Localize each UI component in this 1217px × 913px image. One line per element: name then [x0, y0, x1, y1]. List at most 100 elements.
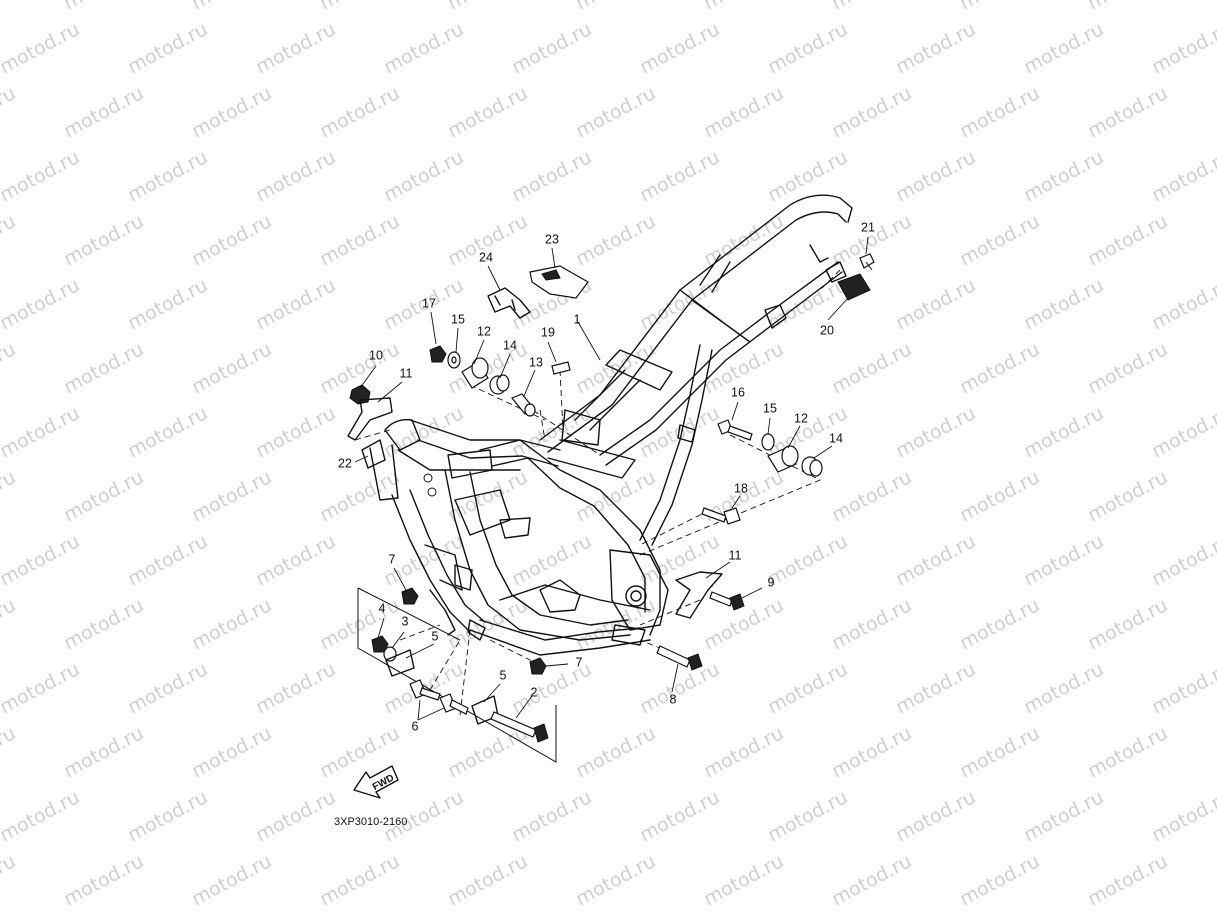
watermark-tile: motod.ru	[892, 402, 979, 462]
watermark-tile: motod.ru	[636, 530, 723, 590]
callout-14-right: 14	[829, 431, 843, 445]
watermark-tile: motod.ru	[188, 722, 275, 782]
watermark-tile: motod.ru	[124, 786, 211, 846]
watermark-tile: motod.ru	[828, 722, 915, 782]
watermark-tile: motod.ru	[1084, 594, 1171, 654]
watermark-tile: motod.ru	[0, 210, 19, 270]
watermark-tile: motod.ru	[124, 146, 211, 206]
callout-3: 3	[402, 614, 409, 628]
watermark-tile: motod.ru	[0, 466, 19, 526]
watermark-tile: motod.ru	[572, 0, 659, 14]
watermark-tile: motod.ru	[892, 786, 979, 846]
watermark-tile: motod.ru	[508, 530, 595, 590]
watermark-tile: motod.ru	[1084, 0, 1171, 14]
watermark-tile: motod.ru	[828, 466, 915, 526]
watermark-tile: motod.ru	[1148, 658, 1217, 718]
watermark-tile: motod.ru	[60, 210, 147, 270]
watermark-tile: motod.ru	[0, 530, 83, 590]
callout-9: 9	[768, 575, 775, 589]
watermark-tile: motod.ru	[764, 786, 851, 846]
watermark-tile: motod.ru	[1020, 146, 1107, 206]
watermark-tile: motod.ru	[1084, 210, 1171, 270]
watermark-tile: motod.ru	[0, 722, 19, 782]
callout-2: 2	[531, 685, 538, 699]
watermark-tile: motod.ru	[60, 722, 147, 782]
watermark-tile: motod.ru	[700, 594, 787, 654]
watermark-tile: motod.ru	[956, 338, 1043, 398]
watermark-tile: motod.ru	[444, 850, 531, 910]
watermark-tile: motod.ru	[0, 658, 83, 718]
watermark-tile: motod.ru	[1020, 658, 1107, 718]
watermark-tile: motod.ru	[0, 274, 83, 334]
callout-12-right: 12	[794, 411, 808, 425]
watermark-tile: motod.ru	[1020, 530, 1107, 590]
watermark-tile: motod.ru	[636, 146, 723, 206]
watermark-tile: motod.ru	[636, 18, 723, 78]
callout-1: 1	[574, 312, 581, 326]
watermark-tile: motod.ru	[636, 274, 723, 334]
watermark-tile: motod.ru	[1020, 402, 1107, 462]
callout-13: 13	[529, 355, 543, 369]
callout-18: 18	[734, 481, 748, 495]
watermark-tile: motod.ru	[1148, 146, 1217, 206]
watermark-tile: motod.ru	[764, 18, 851, 78]
watermark-tile: motod.ru	[892, 18, 979, 78]
watermark-tile: motod.ru	[1084, 338, 1171, 398]
callout-10: 10	[369, 348, 383, 362]
watermark-tile: motod.ru	[1148, 786, 1217, 846]
callout-22: 22	[338, 456, 352, 470]
watermark-tile: motod.ru	[956, 0, 1043, 14]
watermark-tile: motod.ru	[1020, 274, 1107, 334]
watermark-tile: motod.ru	[444, 82, 531, 142]
watermark-tile: motod.ru	[124, 530, 211, 590]
watermark-tile: motod.ru	[0, 338, 19, 398]
part-code: 3XP3010-2160	[334, 816, 407, 828]
watermark-tile: motod.ru	[0, 402, 83, 462]
watermark-tile: motod.ru	[892, 146, 979, 206]
watermark-tile: motod.ru	[1212, 594, 1217, 654]
callout-7-lower: 7	[576, 655, 583, 669]
watermark-tile: motod.ru	[828, 850, 915, 910]
callout-15-right: 15	[763, 401, 777, 415]
watermark-tile: motod.ru	[0, 850, 19, 910]
watermark-tile: motod.ru	[0, 786, 83, 846]
callout-labels: 1 2 3 4 5 5 6 7 7 8 9 10 11 11 12 12 13 …	[338, 220, 875, 733]
watermark-tile: motod.ru	[572, 850, 659, 910]
watermark-tile: motod.ru	[508, 402, 595, 462]
watermark-tile: motod.ru	[828, 338, 915, 398]
watermark-tile: motod.ru	[956, 466, 1043, 526]
watermark-tile: motod.ru	[892, 530, 979, 590]
watermark-tile: motod.ru	[0, 594, 19, 654]
watermark-tile: motod.ru	[60, 594, 147, 654]
watermark-tile: motod.ru	[444, 0, 531, 14]
watermark-tile: motod.ru	[0, 0, 19, 14]
watermark-tile: motod.ru	[0, 18, 83, 78]
callout-15-left: 15	[451, 312, 465, 326]
watermark-tile: motod.ru	[188, 466, 275, 526]
watermark-tile: motod.ru	[316, 594, 403, 654]
small-parts	[347, 253, 875, 743]
watermark-tile: motod.ru	[60, 850, 147, 910]
callout-14-left: 14	[503, 338, 517, 352]
watermark-tile: motod.ru	[252, 146, 339, 206]
watermark-tile: motod.ru	[316, 466, 403, 526]
watermark-tile: motod.ru	[1212, 82, 1217, 142]
watermark-tile: motod.ru	[1148, 18, 1217, 78]
watermark-tile: motod.ru	[252, 402, 339, 462]
watermark-tile: motod.ru	[252, 530, 339, 590]
watermark-tile: motod.ru	[188, 594, 275, 654]
callout-11-right: 11	[729, 548, 742, 562]
watermark-tile: motod.ru	[956, 210, 1043, 270]
watermark-tile: motod.ru	[60, 466, 147, 526]
callout-5-upper: 5	[432, 629, 439, 643]
watermark-tile: motod.ru	[828, 82, 915, 142]
watermark-tile: motod.ru	[252, 18, 339, 78]
watermark-tile: motod.ru	[700, 82, 787, 142]
callout-23: 23	[545, 232, 559, 246]
callout-12-left: 12	[477, 324, 491, 338]
watermark-tile: motod.ru	[444, 466, 531, 526]
watermark-tile: motod.ru	[188, 0, 275, 14]
watermark-tile: motod.ru	[188, 338, 275, 398]
watermark-tile: motod.ru	[1212, 210, 1217, 270]
